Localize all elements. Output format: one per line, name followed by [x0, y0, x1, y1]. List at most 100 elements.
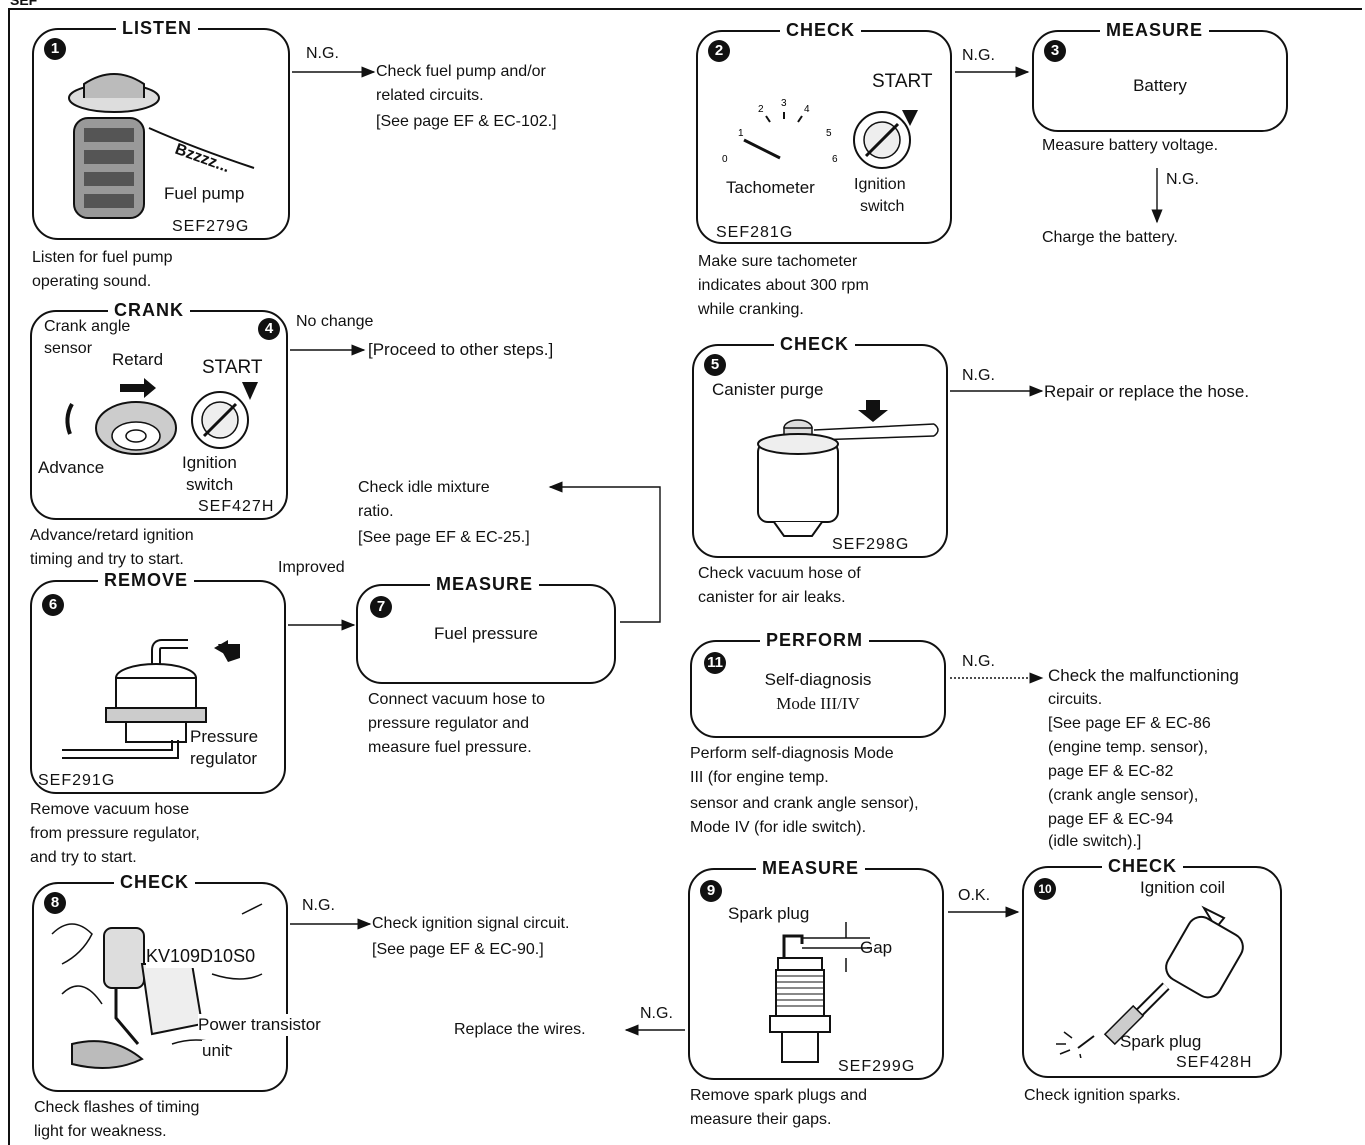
result-text: Repair or replace the hose. — [1044, 382, 1250, 401]
result-text: Check the malfunctioning — [1048, 666, 1239, 685]
figure-code: SEF428H — [1176, 1054, 1253, 1071]
step-title: REMOVE — [98, 569, 195, 591]
result-text: (idle switch).] — [1048, 833, 1142, 850]
step-remove-caption-1: Remove vacuum hose — [30, 801, 190, 818]
figure-code: SEF427H — [198, 498, 275, 515]
svg-text:6: 6 — [832, 154, 838, 165]
result-text: [See page EF & EC-102.] — [376, 113, 557, 130]
spark-plug-illustration — [769, 922, 870, 1063]
step-title: CHECK — [780, 19, 862, 41]
step-listen-caption-1: Listen for fuel pump — [32, 249, 173, 266]
step-measure-caption-2: measure their gaps. — [690, 1111, 832, 1128]
ignition-switch-illustration — [191, 382, 258, 449]
tachometer-label: Tachometer — [726, 178, 815, 197]
step-check-caption-3: while cranking. — [698, 301, 804, 318]
svg-text:1: 1 — [738, 128, 744, 139]
step-title: CHECK — [114, 871, 196, 893]
fuel-pump-illustration: Bzzzz... — [68, 73, 255, 219]
step-body: Battery — [1133, 76, 1187, 95]
spark-plug-label: Spark plug — [728, 904, 810, 923]
result-text: page EF & EC-82 — [1048, 763, 1174, 780]
ignition-coil-illustration — [1056, 905, 1244, 1058]
arrow-label: N.G. — [1166, 171, 1199, 188]
arrow-label: N.G. — [962, 653, 995, 670]
step-number-badge: 7 — [370, 596, 392, 618]
crank-angle-sensor-label: sensor — [44, 340, 93, 357]
step-perform-caption-1: Perform self-diagnosis Mode — [690, 745, 894, 762]
step-check-timing-box: 8 CHECK KV109D10S0 Power transistor unit — [32, 871, 321, 1092]
step-title: CRANK — [108, 299, 190, 321]
step-check-caption-1: Check vacuum hose of — [698, 565, 861, 582]
step-check-caption-2: light for weakness. — [34, 1123, 167, 1140]
step-measure-caption: Measure battery voltage. — [1042, 137, 1219, 154]
step-check-caption-2: indicates about 300 rpm — [698, 277, 869, 294]
result-text: Charge the battery. — [1042, 229, 1178, 246]
step-body: Mode III/IV — [776, 694, 860, 713]
step-check-caption: Check ignition sparks. — [1024, 1087, 1181, 1104]
step-measure-fuel-pressure-box: 7 MEASURE Fuel pressure — [356, 573, 616, 684]
step-remove-caption-2: from pressure regulator, — [30, 825, 200, 842]
gap-label: Gap — [860, 938, 893, 957]
step-number-badge: 8 — [44, 892, 66, 914]
arrow-label: N.G. — [962, 367, 995, 384]
step-check-tachometer-box: 2 CHECK START 2 3 4 1 5 0 6 Tachometer I… — [696, 19, 952, 244]
crank-angle-sensor-label: Crank angle — [44, 318, 131, 335]
fuel-pump-label: Fuel pump — [164, 184, 245, 203]
ignition-coil-label: Ignition coil — [1140, 878, 1226, 897]
step-perform-caption-2: III (for engine temp. — [690, 769, 829, 786]
step-check-ignition-coil-box: 10 CHECK Ignition coil Spark plug SEF428… — [1022, 855, 1282, 1078]
step-listen-caption-2: operating sound. — [32, 273, 152, 290]
result-text: [See page EF & EC-90.] — [372, 941, 544, 958]
step-measure-caption-3: measure fuel pressure. — [368, 739, 532, 756]
result-text: Check ignition signal circuit. — [372, 915, 570, 932]
result-text: related circuits. — [376, 87, 484, 104]
arrow-label: Improved — [278, 559, 345, 576]
step-check-caption-1: Make sure tachometer — [698, 253, 858, 270]
result-text: [Proceed to other steps.] — [368, 340, 554, 359]
step-number-badge: 9 — [700, 880, 722, 902]
step-perform-box: 11 PERFORM Self-diagnosis Mode III/IV — [690, 629, 946, 738]
result-text: (crank angle sensor), — [1048, 787, 1199, 804]
tool-number-label: KV109D10S0 — [146, 944, 256, 968]
step-measure-spark-plug-box: 9 MEASURE Spark plug Gap SEF299G — [688, 857, 944, 1080]
step-number-badge: 10 — [1034, 878, 1056, 900]
step-body: Fuel pressure — [434, 624, 538, 643]
step-remove-caption-3: and try to start. — [30, 849, 137, 866]
result-text: [See page EF & EC-86 — [1048, 715, 1211, 732]
step-check-caption-2: canister for air leaks. — [698, 589, 846, 606]
arrow-label: N.G. — [962, 47, 995, 64]
step-measure-battery-box: 3 MEASURE Battery — [1032, 19, 1288, 132]
step-number-badge: 2 — [708, 40, 730, 62]
step-title: MEASURE — [756, 857, 866, 879]
step-number-badge: 11 — [704, 652, 726, 674]
arrow-label: N.G. — [302, 897, 335, 914]
retard-label: Retard — [112, 350, 164, 369]
ignition-switch-label: Ignition — [854, 176, 906, 193]
arrow-label: No change — [296, 313, 374, 330]
step-body: Self-diagnosis — [764, 670, 872, 689]
step-measure-caption-1: Connect vacuum hose to — [368, 691, 545, 708]
result-text: [See page EF & EC-25.] — [358, 529, 530, 546]
svg-text:Bzzzz...: Bzzzz... — [173, 141, 232, 176]
crank-angle-sensor-illustration — [65, 378, 177, 455]
start-label: START — [202, 357, 263, 378]
step-remove-box: 6 REMOVE Pressure regulator SEF291G — [30, 569, 286, 794]
step-title: MEASURE — [430, 573, 540, 595]
result-text: circuits. — [1048, 691, 1103, 708]
figure-code: SEF279G — [172, 218, 250, 235]
ignition-switch-illustration — [853, 110, 918, 169]
step-title: PERFORM — [760, 629, 869, 651]
result-text: Replace the wires. — [454, 1021, 586, 1038]
arrow-label: O.K. — [958, 887, 991, 904]
step-check-caption-1: Check flashes of timing — [34, 1099, 200, 1116]
tachometer-illustration: 2 3 4 1 5 0 6 — [722, 98, 838, 165]
step-number-badge: 6 — [42, 594, 64, 616]
figure-code: SEF291G — [38, 772, 116, 789]
result-text: Check idle mixture — [358, 479, 490, 496]
pressure-regulator-label: Pressure — [190, 727, 259, 746]
step-crank-caption-1: Advance/retard ignition — [30, 527, 194, 544]
spark-plug-label: Spark plug — [1120, 1032, 1202, 1051]
step-measure-caption-1: Remove spark plugs and — [690, 1087, 867, 1104]
step-crank-caption-2: timing and try to start. — [30, 551, 184, 568]
ignition-switch-label: Ignition — [182, 453, 237, 472]
